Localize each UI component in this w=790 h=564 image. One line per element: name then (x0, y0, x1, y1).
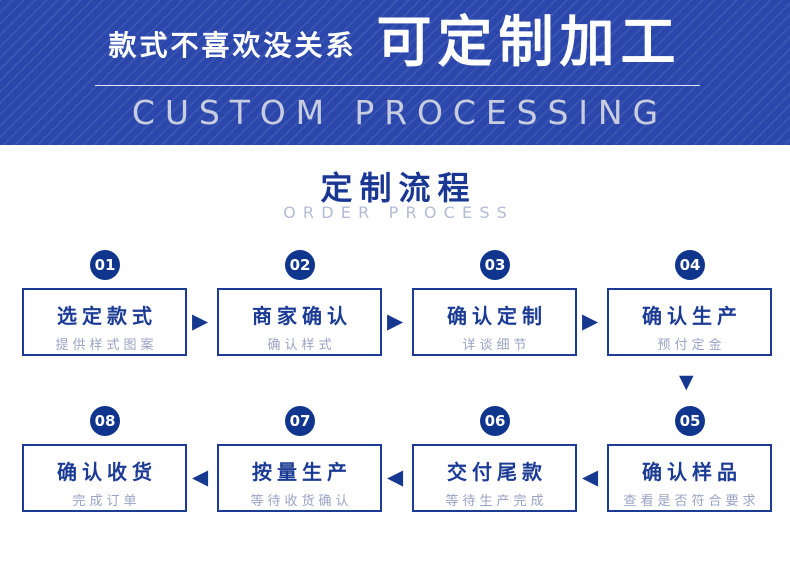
arrow-left-icon: ◀ (192, 465, 209, 489)
banner-divider (95, 85, 700, 86)
step-badge: 06 (480, 406, 510, 436)
step-badge: 04 (675, 250, 705, 280)
step-badge: 08 (90, 406, 120, 436)
step-title: 确认收货 (57, 460, 157, 484)
banner-subtitle-en: CUSTOM PROCESSING (131, 93, 668, 132)
arrow-right-icon: ▶ (387, 309, 404, 333)
section-subtitle-en: ORDER PROCESS (283, 203, 515, 222)
banner-heading-row: 款式不喜欢没关系 可定制加工 (0, 0, 790, 84)
step-desc: 完成订单 (72, 494, 141, 509)
step-desc: 等待生产完成 (445, 494, 548, 509)
step-card: 商家确认 确认样式 (217, 288, 382, 356)
step-title: 确认样品 (642, 460, 742, 484)
step-card: 确认收货 完成订单 (22, 444, 187, 512)
step-badge: 02 (285, 250, 315, 280)
step-desc: 确认样式 (267, 338, 336, 353)
step-badge: 05 (675, 406, 705, 436)
arrow-left-icon: ◀ (582, 465, 599, 489)
step-desc: 预付定金 (657, 338, 726, 353)
banner-tagline: 款式不喜欢没关系 (108, 29, 357, 62)
step-desc: 提供样式图案 (55, 338, 158, 353)
step-badge: 03 (480, 250, 510, 280)
step-card: 选定款式 提供样式图案 (22, 288, 187, 356)
step-title: 确认生产 (642, 304, 742, 328)
step-title: 选定款式 (57, 304, 157, 328)
step-badge: 07 (285, 406, 315, 436)
step-desc: 详谈细节 (462, 338, 531, 353)
step-desc: 查看是否符合要求 (623, 494, 760, 509)
step-card: 确认定制 详谈细节 (412, 288, 577, 356)
step-card: 交付尾款 等待生产完成 (412, 444, 577, 512)
step-desc: 等待收货确认 (250, 494, 353, 509)
step-card: 确认生产 预付定金 (607, 288, 772, 356)
step-badge: 01 (90, 250, 120, 280)
arrow-right-icon: ▶ (192, 309, 209, 333)
step-title: 商家确认 (252, 304, 352, 328)
arrow-right-icon: ▶ (582, 309, 599, 333)
step-title: 确认定制 (447, 304, 547, 328)
section-title: 定制流程 (320, 169, 477, 207)
step-title: 按量生产 (252, 460, 352, 484)
banner: 款式不喜欢没关系 可定制加工 CUSTOM PROCESSING (0, 0, 790, 145)
arrow-left-icon: ◀ (387, 465, 404, 489)
step-card: 确认样品 查看是否符合要求 (607, 444, 772, 512)
arrow-down-icon: ▼ (679, 371, 694, 393)
banner-title: 可定制加工 (376, 10, 682, 74)
step-card: 按量生产 等待收货确认 (217, 444, 382, 512)
step-title: 交付尾款 (447, 460, 547, 484)
